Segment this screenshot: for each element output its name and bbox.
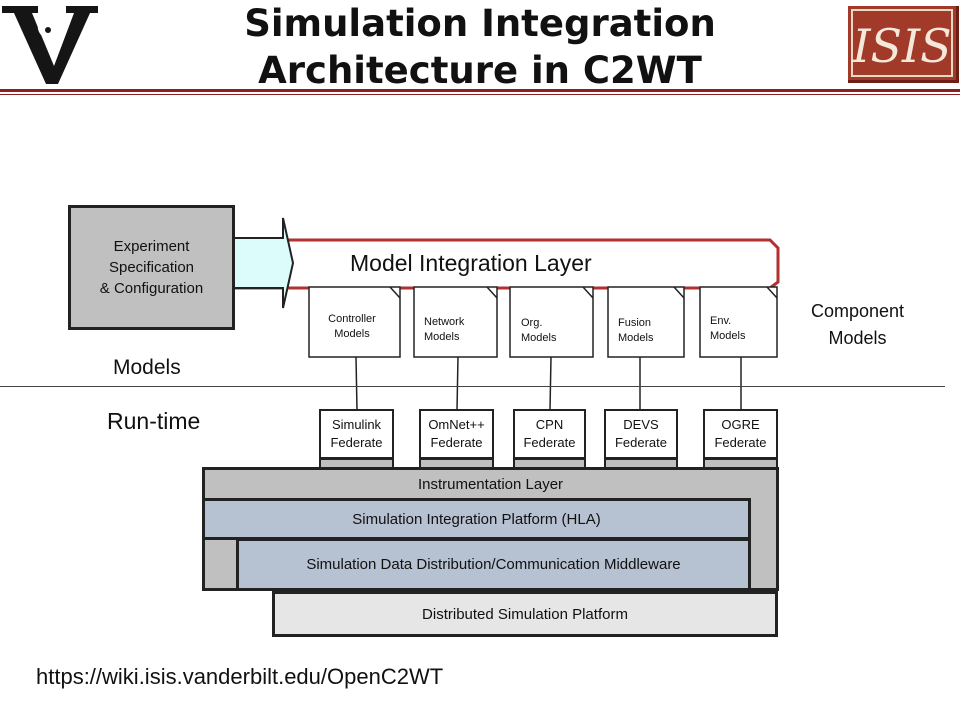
model-label-controller: Controller Models xyxy=(316,312,388,342)
experiment-specification-box: Experiment Specification & Configuration xyxy=(68,205,235,330)
model-doc-fusion xyxy=(607,286,685,358)
component-models-line-1: Component xyxy=(810,301,905,321)
federate-omnet: OmNet++ Federate xyxy=(419,409,494,459)
connector-network xyxy=(456,356,459,411)
experiment-line-3: & Configuration xyxy=(99,280,204,297)
model-doc-network xyxy=(413,286,498,358)
model-doc-org xyxy=(509,286,594,358)
model-network-line-2: Models xyxy=(424,331,460,343)
distributed-simulation-platform-label: Distributed Simulation Platform xyxy=(422,605,628,623)
isis-logo-mark: ISIS xyxy=(851,9,953,77)
model-network-line-1: Network xyxy=(424,316,465,328)
title-rule-thin xyxy=(0,94,960,95)
simulation-integration-platform-layer: Simulation Integration Platform (HLA) xyxy=(202,498,751,540)
experiment-line-2: Specification xyxy=(108,259,195,276)
models-runtime-divider xyxy=(0,386,945,387)
federate-devs: DEVS Federate xyxy=(604,409,678,459)
component-models-label: Component Models xyxy=(790,298,925,352)
models-section-label: Models xyxy=(113,356,181,379)
simulation-integration-platform-label: Simulation Integration Platform (HLA) xyxy=(352,510,601,528)
instrumentation-layer-label: Instrumentation Layer xyxy=(417,476,564,493)
model-fusion-line-1: Fusion xyxy=(618,317,652,329)
federate-ogre: OGRE Federate xyxy=(703,409,778,459)
model-env-line-2: Models xyxy=(710,330,746,342)
model-org-line-2: Models xyxy=(521,332,557,344)
model-env-line-1: Env. xyxy=(710,315,732,327)
isis-logo: ISIS xyxy=(848,6,959,83)
model-org-line-1: Org. xyxy=(521,317,543,329)
model-label-org: Org. Models xyxy=(521,316,591,346)
federate-simulink-line-1: Simulink xyxy=(331,417,382,432)
distributed-simulation-platform-layer: Distributed Simulation Platform xyxy=(272,591,778,637)
federate-cpn-line-1: CPN xyxy=(535,417,564,432)
component-models-line-2: Models xyxy=(828,328,887,348)
middleware-layer-label: Simulation Data Distribution/Communicati… xyxy=(306,556,681,573)
connector-org xyxy=(549,356,552,411)
model-integration-layer-label: Model Integration Layer xyxy=(350,250,592,276)
model-controller-line-1: Controller xyxy=(328,313,376,325)
title-rule xyxy=(0,89,960,92)
federate-devs-line-1: DEVS xyxy=(623,417,659,432)
slide-title: Simulation Integration Architecture in C… xyxy=(200,0,760,94)
federate-ogre-line-2: Federate xyxy=(714,435,767,450)
connector-controller xyxy=(355,356,358,411)
isis-logo-text: ISIS xyxy=(851,19,951,73)
vanderbilt-logo xyxy=(2,6,98,84)
federate-simulink: Simulink Federate xyxy=(319,409,394,459)
federate-ogre-line-1: OGRE xyxy=(721,417,760,432)
model-doc-env xyxy=(699,286,778,358)
runtime-section-label: Run-time xyxy=(107,408,201,434)
model-label-env: Env. Models xyxy=(710,314,772,344)
title-line-1: Simulation Integration xyxy=(244,2,716,45)
federate-omnet-line-2: Federate xyxy=(430,435,483,450)
middleware-layer: Simulation Data Distribution/Communicati… xyxy=(236,538,751,591)
federate-cpn: CPN Federate xyxy=(513,409,586,459)
integration-arrow xyxy=(232,217,295,309)
model-label-fusion: Fusion Models xyxy=(618,316,680,346)
model-label-network: Network Models xyxy=(424,315,494,345)
model-fusion-line-2: Models xyxy=(618,332,654,344)
federate-cpn-line-2: Federate xyxy=(523,435,576,450)
title-line-2: Architecture in C2WT xyxy=(258,49,702,92)
model-controller-line-2: Models xyxy=(334,328,370,340)
federate-simulink-line-2: Federate xyxy=(330,435,383,450)
federate-omnet-line-1: OmNet++ xyxy=(428,417,485,432)
experiment-line-1: Experiment xyxy=(113,238,190,255)
federate-devs-line-2: Federate xyxy=(614,435,668,450)
footer-url[interactable]: https://wiki.isis.vanderbilt.edu/OpenC2W… xyxy=(36,664,444,689)
model-doc-controller xyxy=(308,286,401,358)
